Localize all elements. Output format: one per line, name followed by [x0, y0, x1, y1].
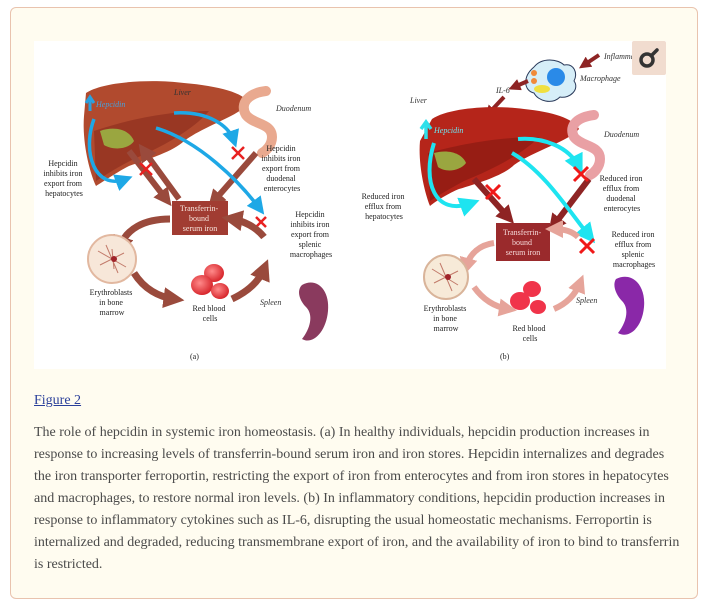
hepatocytes-note-a: Hepcidin inhibits iron export from hepat…: [44, 159, 85, 198]
magnifier-icon: [639, 48, 659, 68]
inflammation-label: Inflammation: [603, 52, 647, 61]
panel-a: Liver Hepcidin Duodenum: [44, 81, 332, 361]
figure-card: Liver Hepcidin Duodenum: [10, 7, 698, 599]
hepcidin-label-a: Hepcidin: [95, 100, 125, 109]
serum-iron-box-a: [172, 201, 228, 235]
serum-iron-box-b: [496, 223, 550, 261]
duodenal-note-a: Hepcidin inhibits iron export from duode…: [262, 144, 303, 193]
block-x-icon: [139, 146, 267, 228]
rbc-label-b: Red blood cells: [512, 324, 547, 343]
hepatocytes-note-b: Reduced iron efflux from hepatocytes: [362, 192, 407, 221]
duodenum-shape-b: [567, 110, 606, 180]
macrophage-label: Macrophage: [579, 74, 621, 83]
up-arrow-icon-b: [419, 118, 433, 139]
figure-caption: The role of hepcidin in systemic iron ho…: [34, 425, 680, 572]
spleen-shape: [299, 282, 329, 341]
rbc-label-a: Red blood cells: [192, 304, 227, 323]
up-arrow-icon: [84, 94, 96, 111]
red-blood-cells-image-b: [510, 281, 546, 314]
block-x-icon-b: [484, 165, 596, 255]
spleen-shape-b: [614, 276, 645, 335]
serum-iron-label-a: Transferrin- bound serum iron: [180, 204, 220, 233]
spleen-label-b: Spleen: [576, 296, 597, 305]
erythroblasts-label-a: Erythroblasts in bone marrow: [90, 288, 135, 317]
liver-label-b: Liver: [409, 96, 428, 105]
duodenum-label-a: Duodenum: [275, 104, 311, 113]
splenic-note-a: Hepcidin inhibits iron export from splen…: [290, 210, 332, 259]
figure-link[interactable]: Figure 2: [34, 393, 82, 408]
liver-label-a: Liver: [173, 88, 192, 97]
panel-b-label: (b): [500, 352, 510, 361]
duodenal-note-b: Reduced iron efflux from duodenal entero…: [600, 174, 645, 213]
panel-a-label: (a): [190, 352, 199, 361]
duodenum-shape: [238, 86, 278, 158]
gallbladder-shape: [100, 128, 134, 149]
zoom-button[interactable]: [632, 41, 666, 75]
figure-image[interactable]: Liver Hepcidin Duodenum: [34, 41, 666, 369]
duodenum-label-b: Duodenum: [603, 130, 639, 139]
panel-b: Inflammation Macrophage IL-6 Liver Hepci…: [362, 52, 657, 361]
splenic-note-b: Reduced iron efflux from splenic macroph…: [612, 230, 657, 269]
macrophage-image: [525, 59, 577, 102]
hepcidin-label-b: Hepcidin: [433, 126, 463, 135]
il6-label: IL-6: [495, 86, 510, 95]
spleen-label-a: Spleen: [260, 298, 281, 307]
red-blood-cells-image: [191, 264, 229, 299]
serum-iron-label-b: Transferrin- bound serum iron: [503, 228, 543, 257]
erythroblasts-label-b: Erythroblasts in bone marrow: [424, 304, 469, 333]
